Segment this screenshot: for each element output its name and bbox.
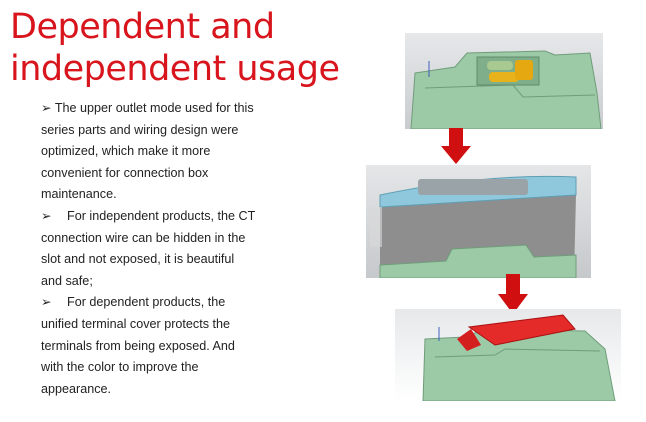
dependent-product-image: [395, 309, 621, 401]
arrow-bullet-icon: ➢: [41, 101, 52, 115]
down-arrow-icon: [441, 128, 471, 164]
title-line-1: Dependent and: [10, 7, 275, 47]
bullet-list: ➢ The upper outlet mode used for this se…: [41, 98, 256, 400]
title-line-2: independent usage: [10, 49, 340, 89]
independent-product-image: [366, 165, 591, 278]
arrow-bullet-icon: ➢: [41, 208, 52, 223]
bullet-item: ➢ The upper outlet mode used for this se…: [41, 98, 256, 206]
terminal-box-open-image: [405, 33, 603, 129]
bullet-item: ➢For independent products, the CT connec…: [41, 206, 256, 292]
arrow-bullet-icon: ➢: [41, 295, 52, 310]
bullet-text: For independent products, the CT connect…: [41, 208, 256, 288]
down-arrow-icon: [498, 274, 528, 314]
bullet-item: ➢For dependent products, the unified ter…: [41, 292, 256, 400]
bullet-text: The upper outlet mode used for this seri…: [41, 101, 254, 202]
bullet-text: For dependent products, the unified term…: [41, 295, 235, 396]
